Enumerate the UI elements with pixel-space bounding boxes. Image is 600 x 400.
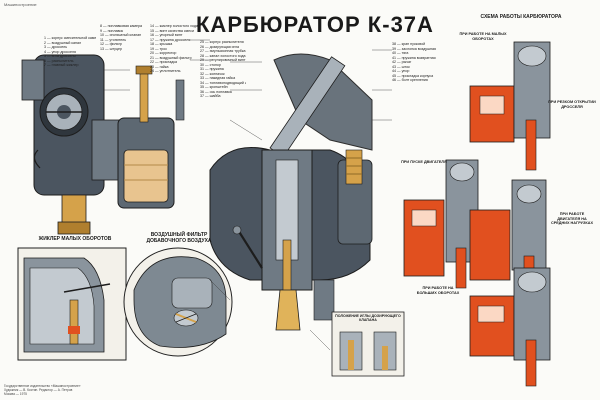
air-filter-drawing [133, 256, 227, 348]
scheme-diagram-idle [469, 41, 551, 171]
legend-item: 42 — рычаг [392, 60, 412, 64]
legend-item: 20 — корректор [150, 51, 177, 55]
publisher-header: Машиностроение [4, 2, 37, 7]
footer-line: Государственное издательство «Машиностро… [4, 384, 81, 388]
legend-item: 8 — поплавковая камера [100, 24, 143, 28]
legend-item: 40 — тяга [392, 51, 409, 55]
legend-item: 38 — кран пусковой [392, 42, 426, 46]
needle-position-drawing [339, 331, 397, 371]
legend-column-4: 25 — корпус распылителя 26 — дозирующая … [200, 40, 246, 99]
legend-item: 24 — уплотнитель [150, 69, 181, 73]
legend-item: 22 — прокладка [150, 60, 177, 64]
legend-column-2: 8 — поплавковая камера 9 — поплавок 10 —… [100, 24, 148, 51]
carburetor-body-left [21, 54, 121, 235]
scheme-diagram-medium [469, 179, 547, 293]
legend-item: 4 — упор дросселя [44, 49, 76, 54]
legend-item: 31 — пружина [200, 67, 224, 71]
legend-item: 3 — дроссель [44, 45, 68, 49]
idle-jet-drawing [23, 257, 111, 353]
legend-item: 2 — воздушный канал [44, 40, 82, 45]
legend-item: 26 — дозирующая игла [200, 44, 239, 49]
scheme-diagram-full [469, 267, 551, 387]
caption-air-filter: ВОЗДУШНЫЙ ФИЛЬТР ДОБАВОЧНОГО ВОЗДУХА [146, 232, 212, 244]
legend-item: 41 — пружина возвратная [392, 55, 436, 60]
publisher-footer: Государственное издательство «Машиностро… [4, 384, 81, 396]
poster-title: КАРБЮРАТОР К-37А [196, 12, 434, 37]
scheme-diagram-start [403, 159, 479, 289]
caption-idle-system: ЖИКЛЕР МАЛЫХ ОБОРОТОВ [38, 236, 112, 242]
caption-scheme: СХЕМА РАБОТЫ КАРБЮРАТОРА [480, 14, 562, 20]
legend-item: 1 — корпус смесительной камеры [44, 36, 96, 40]
legend-item: 33 — накидная гайка [200, 76, 236, 80]
legend-item: 17 — пружина дросселя [150, 37, 191, 42]
legend-item: 32 — колпачок [200, 71, 225, 76]
footer-line: Москва — 1975 [4, 392, 27, 396]
legend-item: 34 — топливоподводящий штуцер [200, 80, 246, 85]
legend-item: 12 — фильтр [100, 42, 122, 46]
legend-item: 7 — главный жиклер [44, 63, 79, 67]
legend-item: 27 — эмульсионная трубка [200, 49, 246, 53]
legend-item: 30 — стопор [200, 62, 221, 67]
legend-item: 45 — прокладка корпуса [392, 73, 434, 78]
float-chamber-left [117, 65, 185, 209]
footer-line: Художник — В. Костин. Редактор — А. Петр… [4, 388, 73, 392]
legend-item: 16 — упорный винт [150, 33, 183, 37]
caption-mode-start: ПРИ ПУСКЕ ДВИГАТЕЛЯ [401, 160, 447, 164]
legend-item: 37 — шайба [200, 94, 221, 98]
caption-mode-idle: ПРИ РАБОТЕ НА МАЛЫХ ОБОРОТАХ [459, 32, 507, 41]
caption-mode-accel: ПРИ РЕЗКОМ ОТКРЫТИИ ДРОССЕЛЯ [548, 100, 596, 109]
caption-mode-full: ПРИ РАБОТЕ НА БОЛЬШИХ ОБОРОТАХ [416, 286, 460, 295]
legend-item: 9 — поплавок [100, 28, 124, 33]
legend-item: 39 — заслонка воздушная [392, 46, 436, 51]
legend-item: 11 — утопитель [100, 37, 127, 42]
caption-mode-medium: ПРИ РАБОТЕ ДВИГАТЕЛЯ НА СРЕДНИХ НАГРУЗКА… [550, 212, 594, 225]
legend-item: 43 — шток [392, 64, 410, 69]
carburetor-main-center [209, 53, 373, 331]
caption-needle-position: ПОЛОЖЕНИЕ ИГЛЫ ДОЗИРУЮЩЕГО КЛАПАНА [335, 314, 401, 323]
legend-item: 5 — игла дросселя [44, 54, 76, 58]
legend-item: 44 — упор [392, 69, 410, 73]
legend-column-5: 38 — кран пусковой 39 — заслонка воздушн… [392, 42, 442, 83]
legend-item: 25 — корпус распылителя [200, 40, 244, 44]
legend-item: 13 — штуцер [100, 46, 122, 51]
legend-column-3: 14 — жиклер холостого хода 15 — винт кач… [150, 24, 198, 74]
legend-item: 28 — канал холостого хода [200, 53, 246, 58]
legend-item: 15 — винт качества смеси [150, 28, 194, 33]
legend-item: 23 — гайка [150, 64, 169, 69]
legend-item: 18 — крышка [150, 42, 173, 46]
legend-item: 19 — трос [150, 46, 168, 51]
legend-column-1: 1 — корпус смесительной камеры 2 — возду… [44, 36, 96, 68]
legend-item: 35 — кронштейн [200, 85, 228, 89]
legend-item: 10 — игольчатый клапан [100, 33, 142, 37]
legend-item: 14 — жиклер холостого хода [150, 24, 198, 28]
legend-item: 46 — болт крепления [392, 78, 428, 82]
leader-lines [104, 39, 392, 351]
legend-item: 6 — распылитель [44, 58, 74, 63]
legend-item: 29 — регулировочный винт [200, 58, 246, 62]
legend-item: 36 — ось поплавка [200, 89, 232, 94]
legend-item: 21 — воздушный фильтр [150, 55, 192, 60]
